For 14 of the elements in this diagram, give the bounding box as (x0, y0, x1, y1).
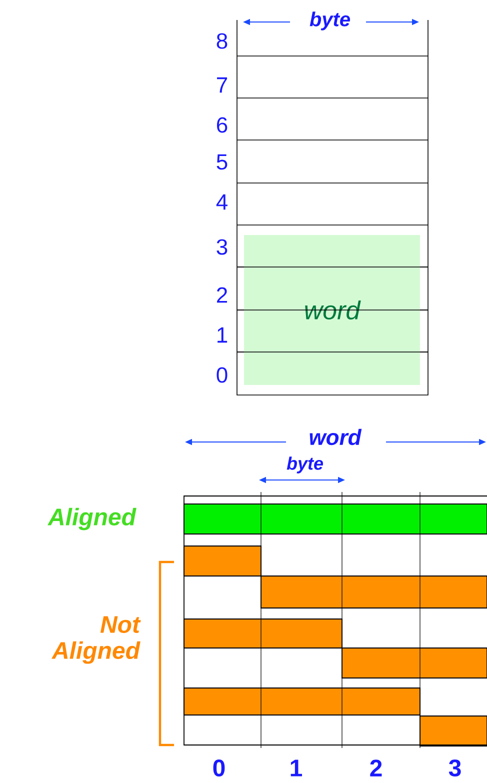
address-number: 8 (216, 33, 228, 49)
byte-number: 3 (448, 760, 461, 777)
byte-label: byte (286, 456, 324, 474)
aligned-label: Aligned (48, 508, 136, 530)
address-number: 6 (217, 117, 228, 133)
byte-number: 0 (213, 760, 225, 776)
byte-number: 2 (370, 760, 382, 776)
byte-label: byte (308, 10, 352, 32)
address-number: 5 (216, 154, 228, 170)
word-label: word (308, 428, 362, 446)
byte-number: 1 (290, 760, 302, 776)
address-number: 4 (216, 194, 228, 210)
not-aligned-label: Not Aligned (52, 616, 141, 664)
address-number: 7 (217, 77, 228, 93)
